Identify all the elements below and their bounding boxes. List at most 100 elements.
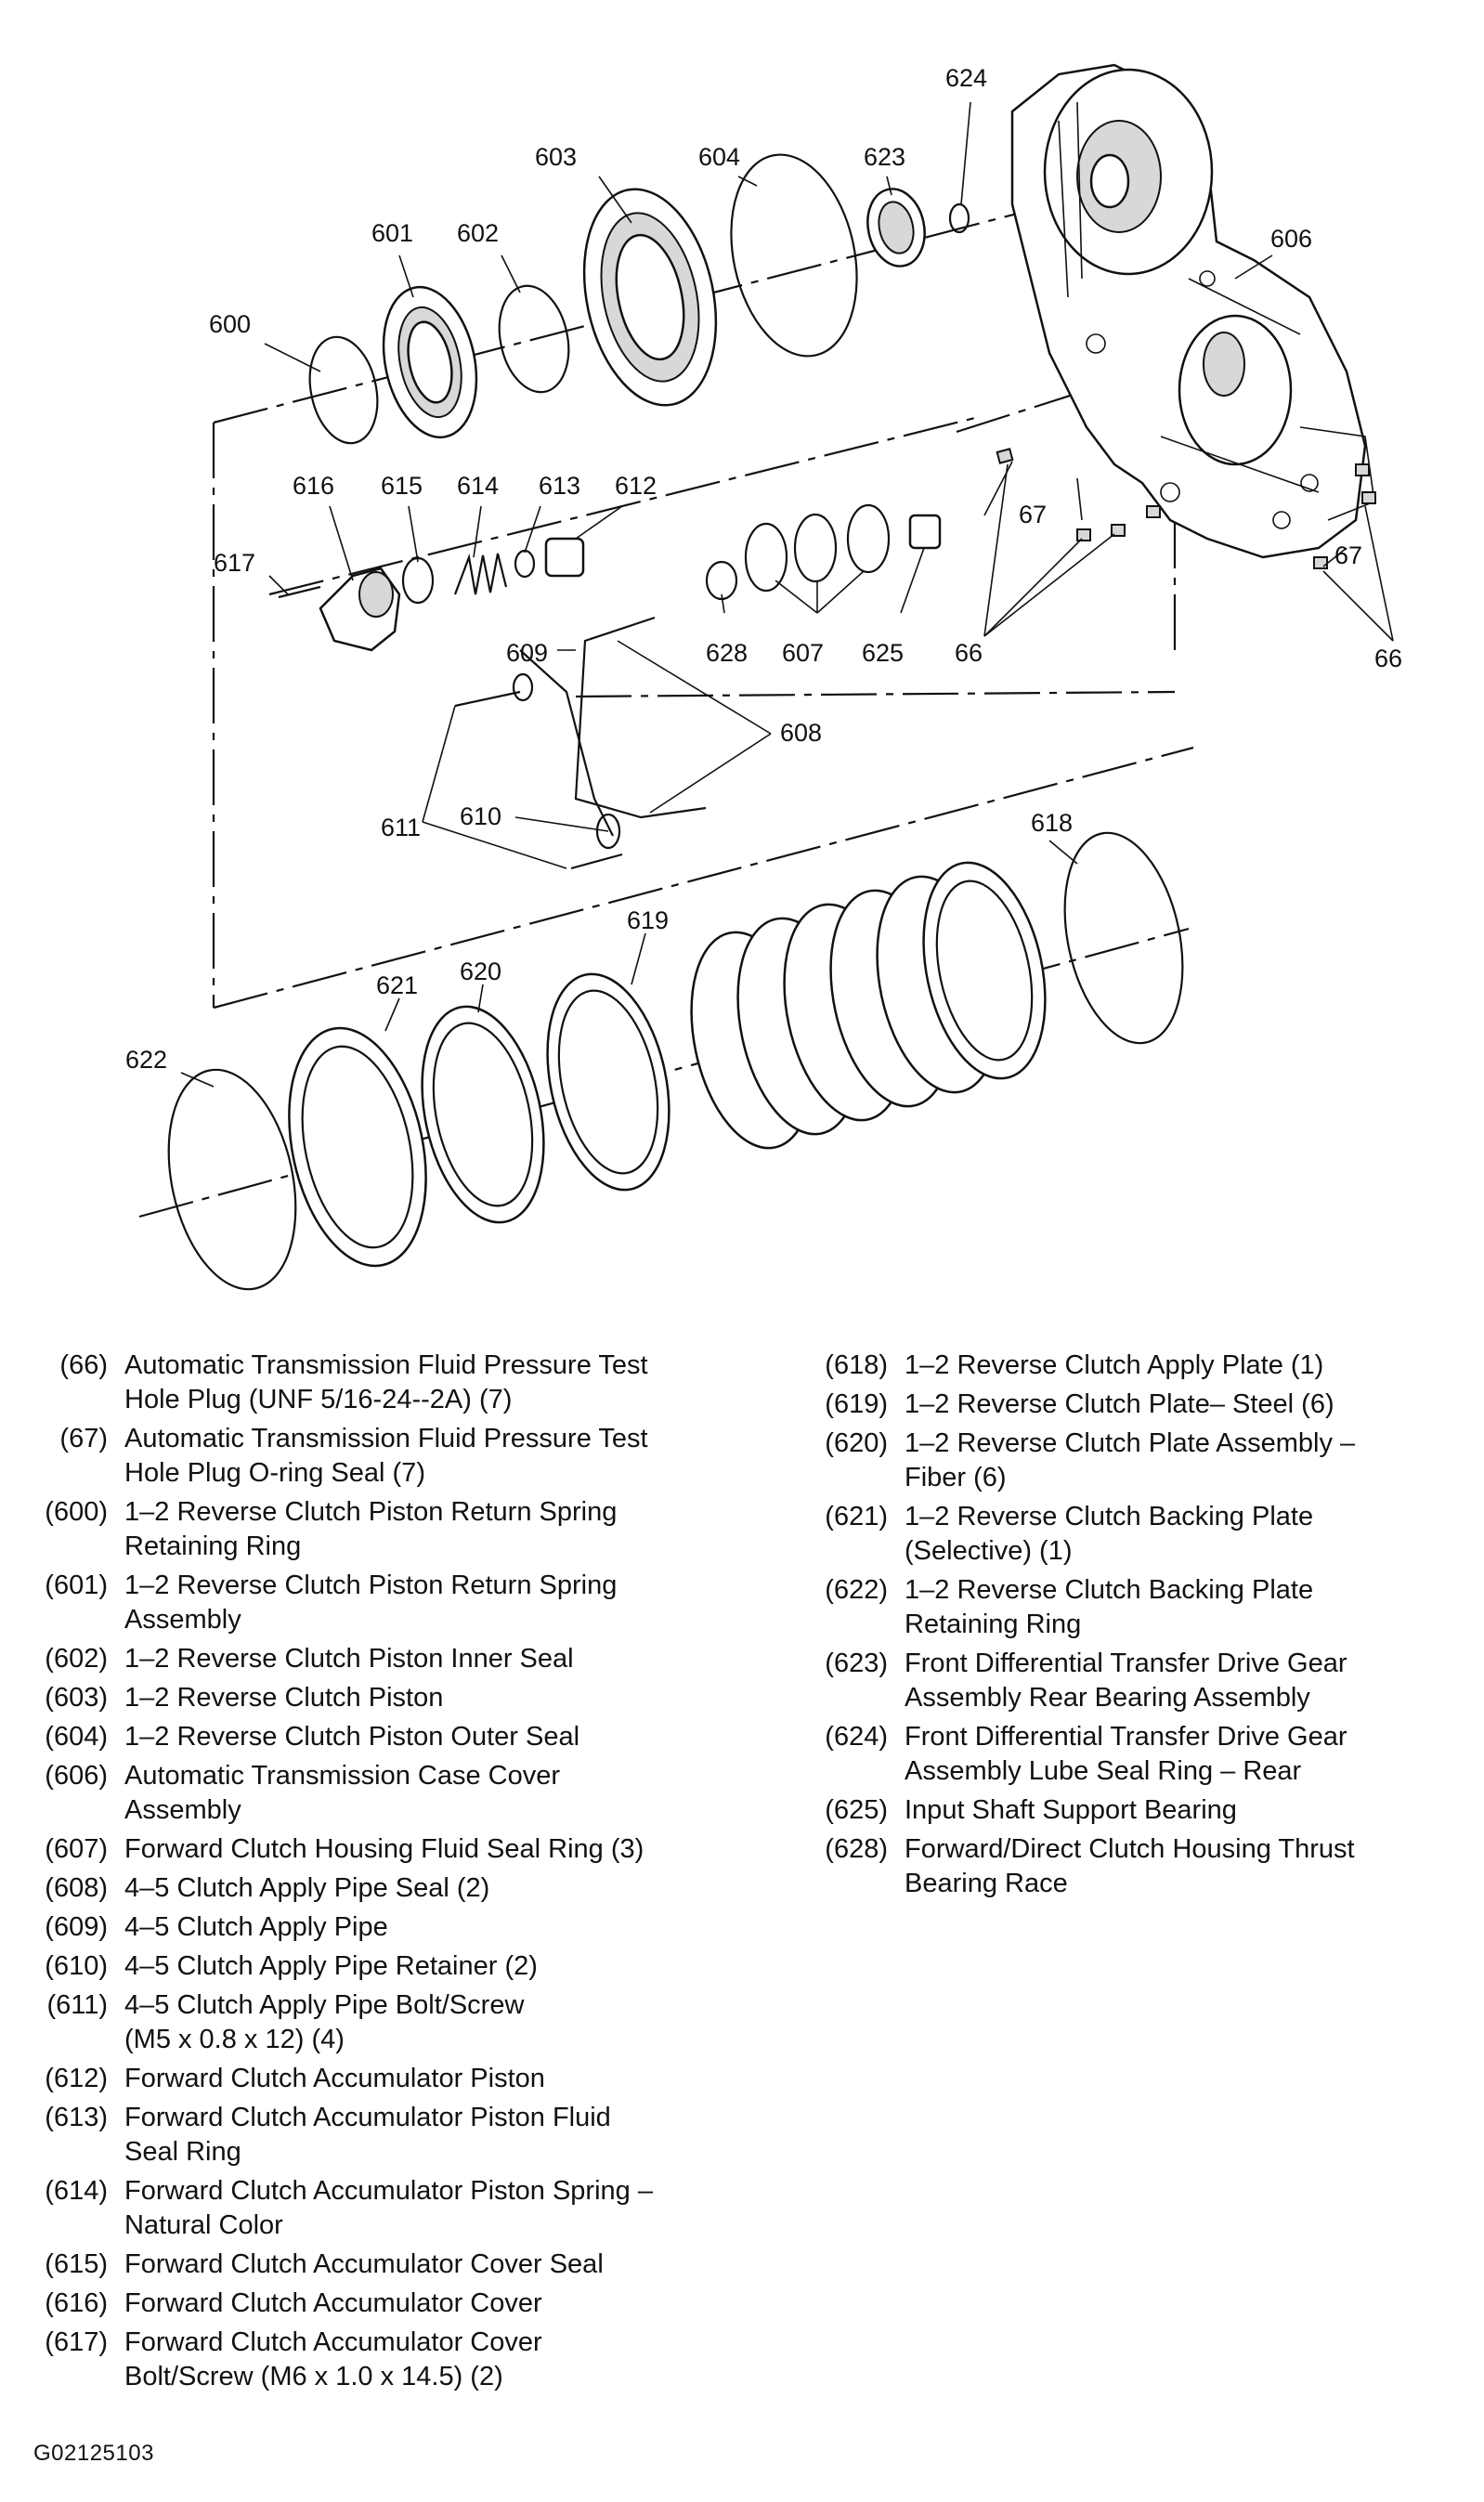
legend-part-number: (624) [825, 1722, 888, 1752]
legend-entry: (611) 4–5 Clutch Apply Pipe Bolt/Screw(M5… [28, 1988, 734, 2057]
legend-part-description: 1–2 Reverse Clutch Piston [124, 1681, 734, 1715]
legend-description-line: Front Differential Transfer Drive Gear [905, 1722, 1347, 1752]
case-cover-assembly [1010, 63, 1375, 559]
legend-description-line: Assembly Rear Bearing Assembly [905, 1683, 1310, 1713]
legend-entry: (608)4–5 Clutch Apply Pipe Seal (2) [28, 1871, 734, 1906]
legend-description-line: Natural Color [124, 2210, 283, 2240]
legend-entry: (624) Front Differential Transfer Drive G… [808, 1720, 1477, 1789]
legend-part-number: (625) [825, 1795, 888, 1825]
legend-part-number: (610) [45, 1951, 108, 1981]
callout-613: 613 [539, 472, 580, 500]
leader-lines [180, 101, 1273, 1088]
legend-description-line: Automatic Transmission Fluid Pressure Te… [124, 1424, 648, 1453]
callout-602: 602 [457, 219, 499, 247]
legend-part-description: Forward Clutch Accumulator Cover [124, 2287, 734, 2321]
legend-part-description: Forward Clutch Accumulator Cover Seal [124, 2248, 734, 2282]
return-spring-601 [382, 285, 478, 439]
legend-entry: (604)1–2 Reverse Clutch Piston Outer Sea… [28, 1720, 734, 1754]
legend-description-line: Input Shaft Support Bearing [905, 1795, 1237, 1825]
legend-description-line: Front Differential Transfer Drive Gear [905, 1648, 1347, 1678]
legend-entry: (619) 1–2 Reverse Clutch Plate– Steel (6) [808, 1388, 1477, 1422]
legend-description-line: Forward Clutch Housing Fluid Seal Ring (… [124, 1834, 644, 1864]
legend-description-line: Forward Clutch Accumulator Cover Seal [124, 2249, 604, 2279]
legend-part-number: (628) [825, 1834, 888, 1864]
callout-614: 614 [457, 472, 499, 500]
legend-description-line: Forward Clutch Accumulator Piston [124, 2064, 545, 2093]
legend-part-number: (614) [45, 2176, 108, 2206]
legend-entry: (601) 1–2 Reverse Clutch Piston Return Sp… [28, 1569, 734, 1637]
legend-description-line: Assembly Lube Seal Ring – Rear [905, 1756, 1302, 1786]
legend-description-line: 1–2 Reverse Clutch Apply Plate (1) [905, 1350, 1324, 1380]
legend-description-line: Forward Clutch Accumulator Cover [124, 2288, 542, 2318]
legend-part-description: 4–5 Clutch Apply Pipe Bolt/Screw(M5 x 0.… [124, 1988, 734, 2057]
plug-parts [983, 448, 1394, 642]
legend-entry: (621)1–2 Reverse Clutch Backing Plate(Se… [808, 1500, 1477, 1569]
legend-description-line: Forward Clutch Accumulator Piston Fluid [124, 2103, 611, 2132]
legend-part-number: (602) [45, 1644, 108, 1674]
callout-66-b: 66 [1374, 645, 1402, 672]
legend-entry: (614) Forward Clutch Accumulator Piston S… [28, 2174, 734, 2243]
accumulator-parts [278, 503, 942, 870]
callout-618: 618 [1031, 809, 1073, 837]
legend-description-line: Hole Plug O-ring Seal (7) [124, 1458, 425, 1488]
legend-part-number: (601) [45, 1570, 108, 1600]
legend-part-description: Automatic Transmission Fluid Pressure Te… [124, 1349, 734, 1417]
legend-description-line: Automatic Transmission Case Cover [124, 1761, 560, 1791]
legend-description-line: Bolt/Screw (M6 x 1.0 x 14.5) (2) [124, 2362, 503, 2391]
legend-part-number: (604) [45, 1722, 108, 1752]
legend-description-line: 1–2 Reverse Clutch Piston Return Spring [124, 1570, 618, 1600]
legend-description-line: Forward Clutch Accumulator Cover [124, 2327, 542, 2357]
callout-603: 603 [535, 143, 577, 171]
callout-612: 612 [615, 472, 657, 500]
legend-entry: (613)Forward Clutch Accumulator Piston F… [28, 2101, 734, 2170]
legend-description-line: Retaining Ring [905, 1609, 1082, 1639]
callout-624: 624 [945, 64, 987, 92]
legend-part-number: (603) [45, 1683, 108, 1713]
legend-part-number: (606) [45, 1761, 108, 1791]
legend-description-line: (M5 x 0.8 x 12) (4) [124, 2025, 345, 2054]
legend-part-number: (611) [46, 1990, 108, 2020]
legend-description-line: 1–2 Reverse Clutch Piston Inner Seal [124, 1644, 574, 1674]
legend-part-number: (623) [825, 1648, 888, 1678]
callout-616: 616 [293, 472, 334, 500]
callout-623: 623 [864, 143, 905, 171]
legend-part-number: (622) [825, 1575, 888, 1605]
legend-description-line: Forward/Direct Clutch Housing Thrust [905, 1834, 1355, 1864]
callout-628: 628 [706, 639, 748, 667]
callout-611: 611 [381, 814, 421, 841]
legend-description-line: Seal Ring [124, 2137, 241, 2167]
legend-part-description: Forward Clutch Accumulator Piston [124, 2062, 734, 2096]
legend-part-number: (600) [45, 1497, 108, 1527]
legend-description-line: 1–2 Reverse Clutch Plate– Steel (6) [905, 1389, 1334, 1419]
callout-617: 617 [214, 549, 255, 577]
callout-67-a: 67 [1019, 501, 1047, 528]
legend-entry: (600) 1–2 Reverse Clutch Piston Return Sp… [28, 1495, 734, 1564]
legend-description-line: Bearing Race [905, 1869, 1068, 1898]
legend-part-description: Forward Clutch Accumulator Piston Spring… [124, 2174, 734, 2243]
legend-part-number: (620) [825, 1428, 888, 1458]
legend-description-line: 1–2 Reverse Clutch Piston Return Spring [124, 1497, 618, 1527]
callout-609: 609 [506, 639, 548, 667]
legend-part-number: (609) [45, 1912, 108, 1942]
legend-right-column: (618)1–2 Reverse Clutch Apply Plate (1)(… [808, 1349, 1477, 1906]
legend-part-description: Automatic Transmission Fluid Pressure Te… [124, 1422, 734, 1491]
callout-625: 625 [862, 639, 904, 667]
legend-description-line: Hole Plug (UNF 5/16-24--2A) (7) [124, 1385, 513, 1414]
legend-part-number: (619) [825, 1389, 888, 1419]
legend-part-description: 1–2 Reverse Clutch Apply Plate (1) [905, 1349, 1477, 1383]
legend-part-description: 4–5 Clutch Apply Pipe [124, 1910, 734, 1945]
exploded-view-diagram: 624 603 604 623 601 602 606 600 616 615 … [125, 63, 1402, 1291]
legend-description-line: 1–2 Reverse Clutch Backing Plate [905, 1575, 1314, 1605]
callout-606: 606 [1270, 225, 1312, 253]
legend-part-description: 4–5 Clutch Apply Pipe Retainer (2) [124, 1949, 734, 1984]
legend-description-line: 4–5 Clutch Apply Pipe [124, 1912, 388, 1942]
seal-ring-624 [948, 202, 970, 234]
legend-part-number: (621) [825, 1502, 888, 1531]
